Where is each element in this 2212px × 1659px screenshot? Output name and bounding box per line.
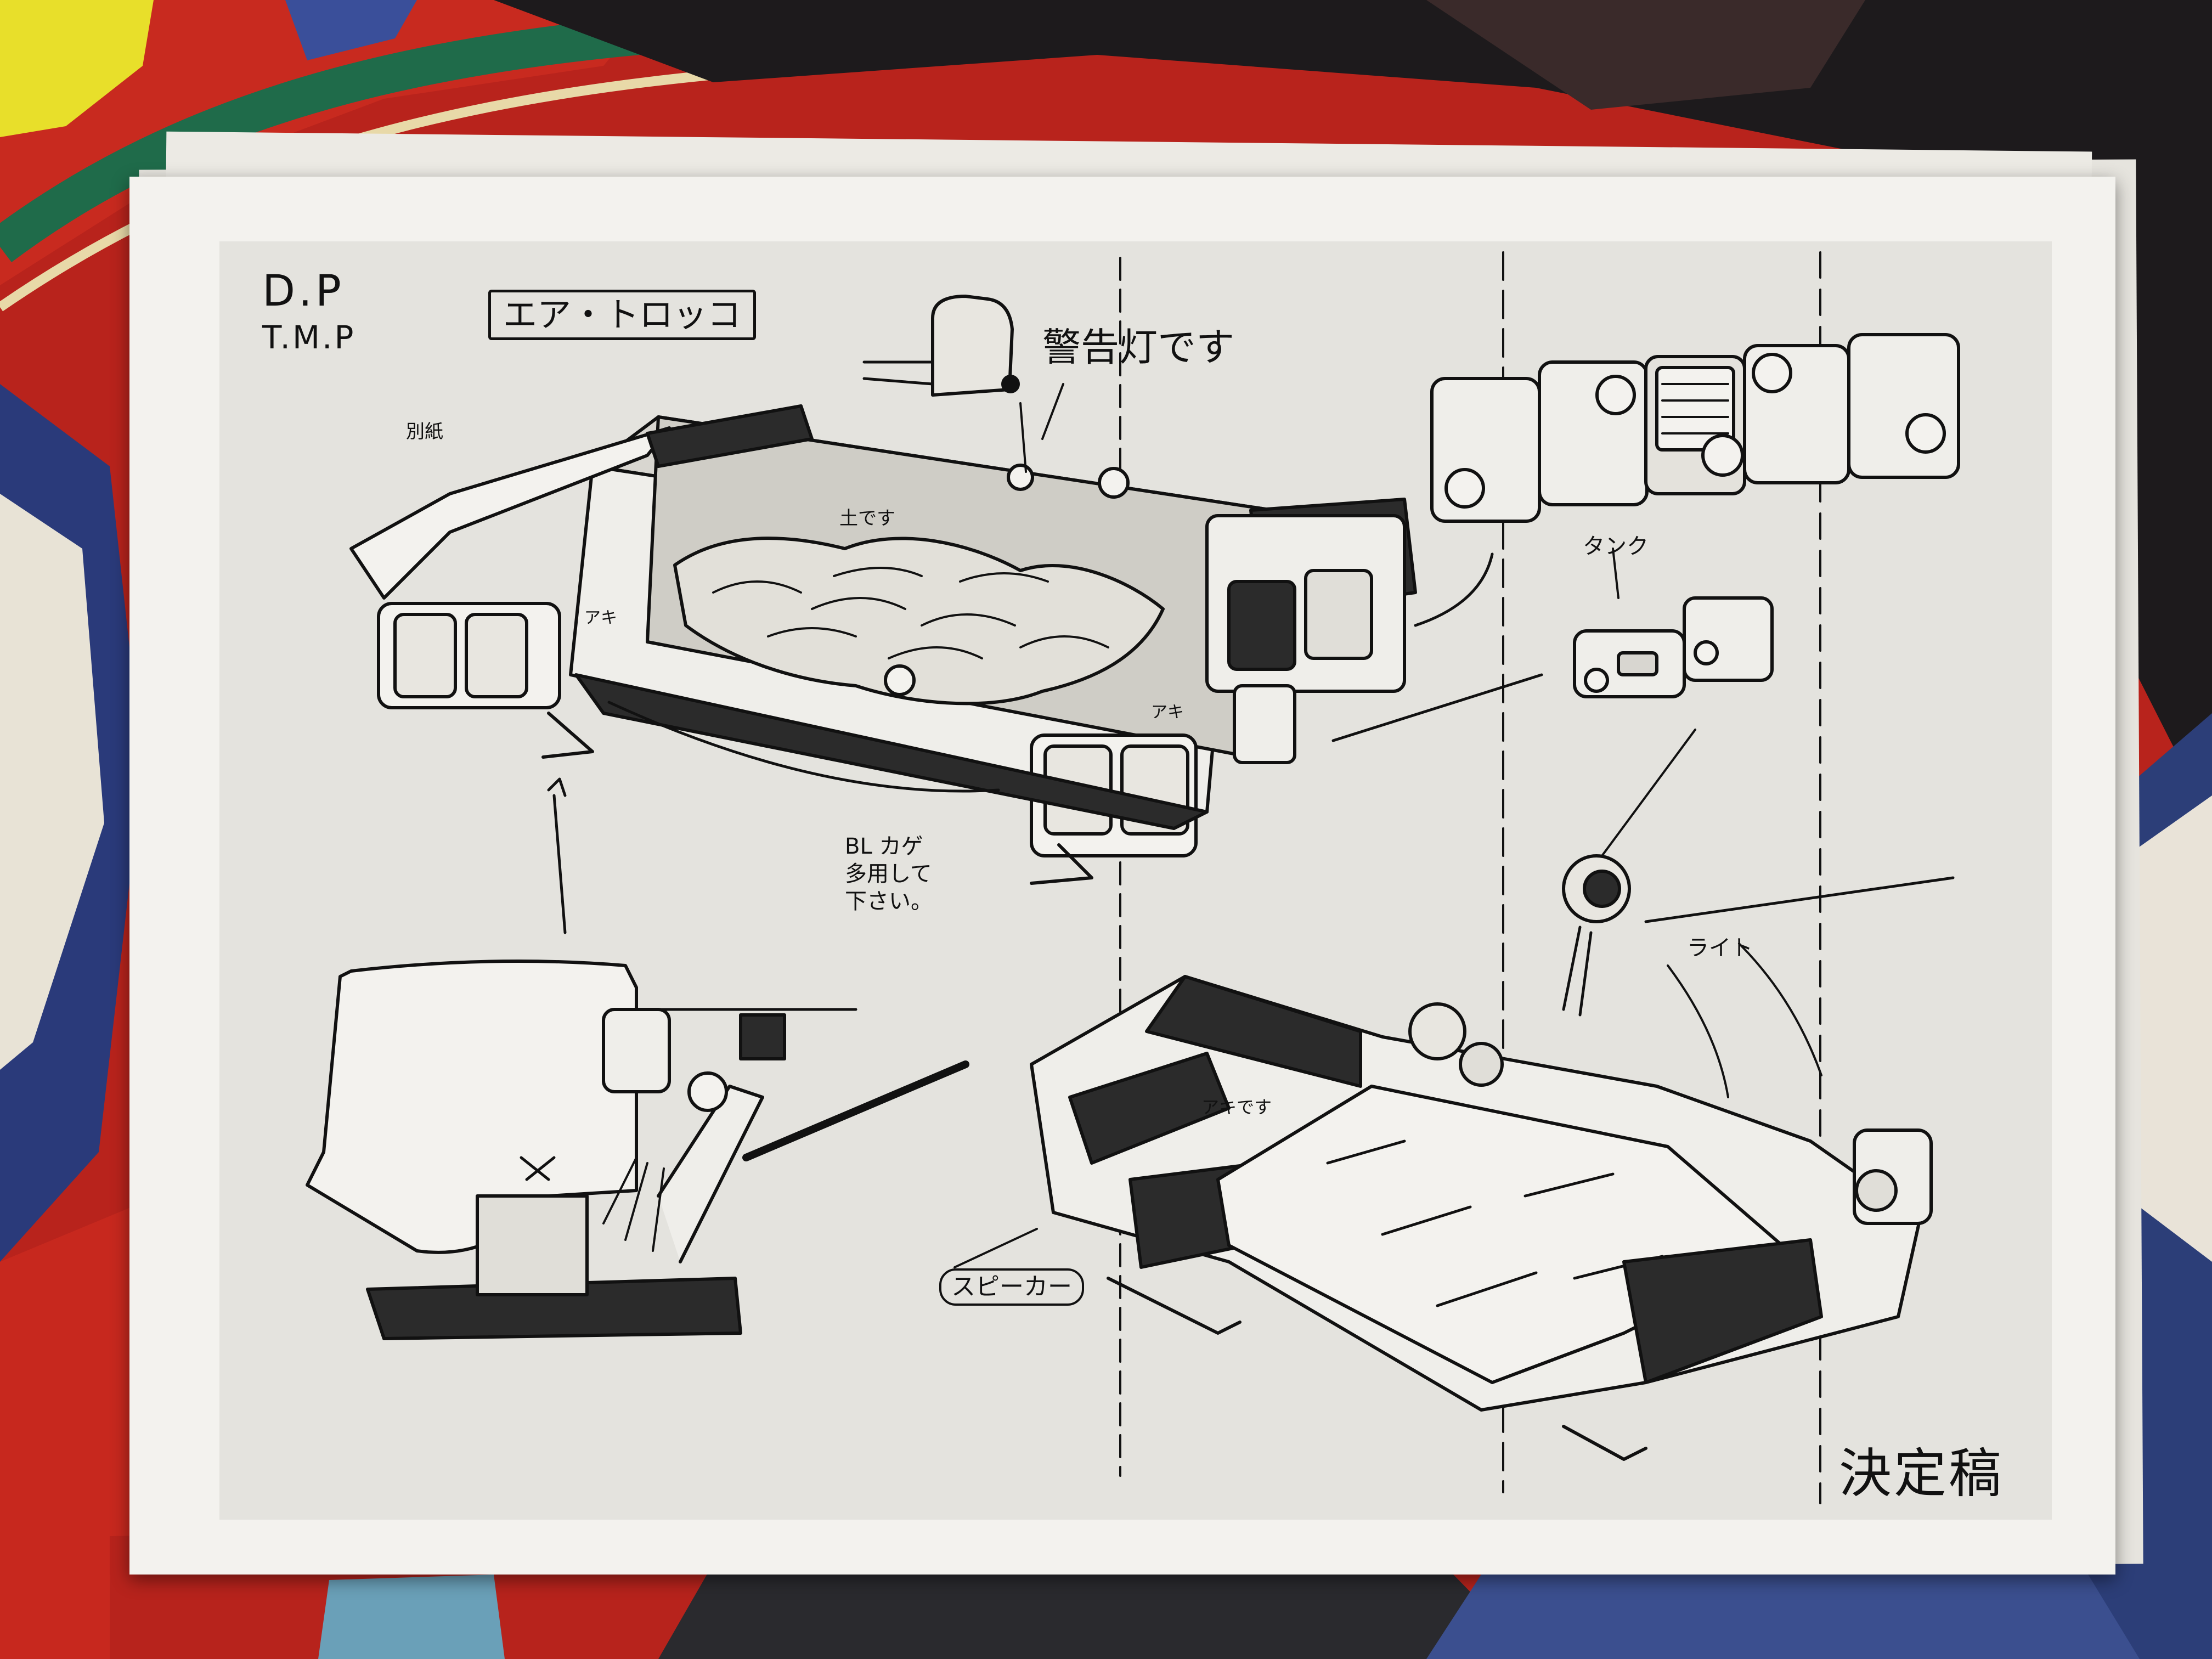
aki-note-top: アキ — [1151, 703, 1184, 722]
aki-note-bottom: アキです — [1201, 1097, 1272, 1118]
speaker-note: スピーカー — [939, 1268, 1084, 1306]
aki-note-left: アキ — [584, 608, 617, 628]
bl-shadow-note: BL カゲ 多用して 下さい。 — [845, 834, 933, 914]
wheel-detail-drawing — [306, 960, 969, 1340]
warning-light-note: 警告灯です — [1042, 325, 1234, 370]
soil-note: 土です — [839, 507, 895, 529]
cart-underside-drawing — [953, 975, 1933, 1461]
light-note: ライト — [1687, 935, 1753, 961]
tank-panel-row — [1414, 333, 1960, 627]
speaker-detail-drawing — [1562, 729, 1955, 1098]
final-draft-mark: 決定稿 — [1839, 1443, 2004, 1504]
sheet-code-line2: T.M.P — [262, 319, 356, 356]
sheet-code-line1: D.P — [262, 267, 345, 316]
sheet-title: エア・トロッコ — [488, 290, 757, 340]
warning-light-drawing — [862, 295, 1064, 473]
cart-top-view — [349, 404, 1417, 885]
tank-note: タンク — [1583, 534, 1649, 559]
connector-drawing — [1331, 596, 1774, 742]
separate-sheet-note: 別紙 — [406, 421, 443, 443]
